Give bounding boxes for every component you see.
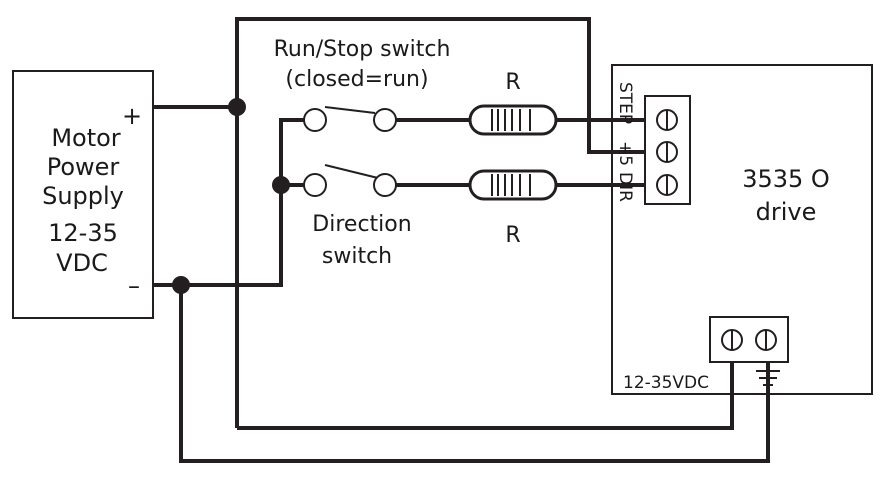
- drive-label-line1: 3535 O: [742, 165, 830, 193]
- wire-plus-frame: [235, 17, 645, 428]
- terminal-label-dir: DIR: [615, 172, 635, 202]
- runstop-contact-right: [373, 108, 397, 132]
- motor-power-supply-box: [12, 70, 154, 319]
- direction-contact-left: [303, 173, 327, 197]
- resistor-top-label: R: [505, 70, 520, 95]
- terminal-label-plus5: +5: [615, 141, 635, 166]
- runstop-label-line1: Run/Stop switch: [274, 37, 451, 62]
- runstop-switch-lever: [324, 106, 376, 114]
- terminal-screw-ground: [755, 329, 777, 351]
- wire-minus-to-ground: [179, 285, 770, 463]
- supply-minus-sign: –: [128, 272, 140, 300]
- power-terminal-label: 12-35VDC: [623, 373, 709, 393]
- wire-plus-to-drive-power: [237, 362, 734, 430]
- direction-label-line2: switch: [322, 244, 392, 269]
- supply-label-line4: 12-35: [48, 219, 118, 247]
- resistor-bottom: [468, 169, 558, 201]
- drive-label-line2: drive: [756, 198, 817, 226]
- runstop-contact-left: [303, 108, 327, 132]
- direction-switch-lever: [324, 164, 379, 179]
- direction-label-line1: Direction: [312, 212, 411, 237]
- runstop-label-line2: (closed=run): [285, 67, 428, 92]
- terminal-screw-power: [721, 329, 743, 351]
- wire-minus-to-switches: [153, 118, 315, 287]
- supply-label-line1: Motor: [51, 124, 120, 152]
- junction-dot-minus: [172, 276, 190, 294]
- supply-label-line5: VDC: [56, 249, 108, 277]
- ground-icon: [756, 370, 780, 386]
- supply-label-line2: Power: [47, 153, 120, 181]
- terminal-screw-step: [656, 109, 678, 131]
- junction-dot-plus: [228, 98, 246, 116]
- terminal-screw-dir: [656, 174, 678, 196]
- supply-plus-sign: +: [122, 102, 142, 130]
- supply-label-line3: Supply: [42, 182, 124, 210]
- direction-contact-right: [373, 173, 397, 197]
- terminal-screw-plus5: [656, 141, 678, 163]
- resistor-top: [468, 104, 558, 136]
- terminal-label-step: STEP: [615, 82, 635, 124]
- resistor-bottom-label: R: [505, 223, 520, 248]
- junction-dot-common: [272, 176, 290, 194]
